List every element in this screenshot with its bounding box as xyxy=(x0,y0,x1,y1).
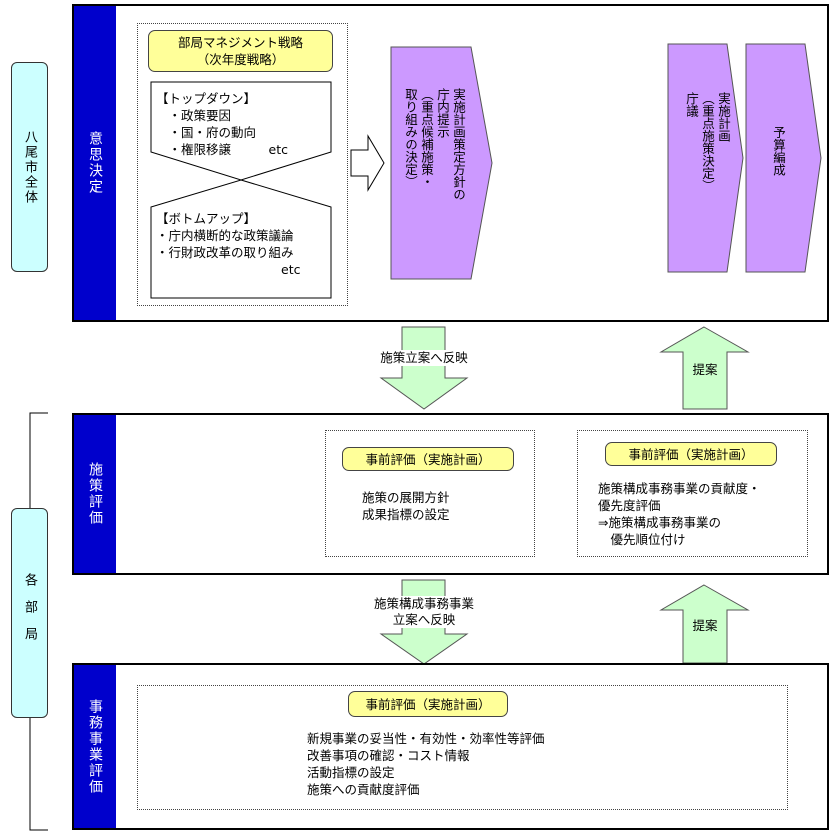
policy-eval-right-title: 事前評価（実施計画） xyxy=(605,442,777,466)
side-label-city: 八尾市全体 xyxy=(11,62,48,272)
program-eval-panel xyxy=(137,685,788,810)
program-eval-title: 事前評価（実施計画） xyxy=(348,691,508,717)
strategy-panel xyxy=(137,23,348,306)
policy-pentagon-text: 実施計画策定方針の 庁内提示 （重点候補施策・ 取り組みの決定） xyxy=(403,88,466,201)
program-reflect-label: 施策構成事務事業 立案へ反映 xyxy=(360,596,488,628)
program-eval-text: 新規事業の妥当性・有効性・効率性等評価 改善事項の確認・コスト情報 活動指標の設… xyxy=(307,731,545,797)
proposal-label-bottom: 提案 xyxy=(692,618,718,633)
down-arrow-1 xyxy=(379,326,469,410)
policy-eval-left-panel xyxy=(325,430,535,557)
policy-eval-left-text: 施策の展開方針 成果指標の設定 xyxy=(362,490,450,522)
policy-eval-section xyxy=(72,413,829,575)
proposal-label-top: 提案 xyxy=(692,362,718,377)
program-eval-bar: 事務事業評価 xyxy=(74,665,116,828)
program-eval-section xyxy=(72,663,829,830)
policy-eval-right-panel xyxy=(577,430,808,557)
strategy-title: 部局マネジメント戦略 （次年度戦略） xyxy=(148,30,333,72)
plan-pentagon-text: 実施計画 （重点施策決定） 庁議 xyxy=(684,92,731,192)
bottomup-text: 【ボトムアップ】 ・庁内横断的な政策議論 ・行財政改革の取り組み etc xyxy=(156,211,301,277)
budget-pentagon-text: 予算編成 xyxy=(771,126,786,176)
policy-reflect-label: 施策立案へ反映 xyxy=(366,350,482,366)
topdown-text: 【トップダウン】 ・政策要因 ・国・府の動向 ・権限移譲 etc xyxy=(156,91,288,157)
decision-bar: 意思決定 xyxy=(74,6,116,320)
policy-eval-left-title: 事前評価（実施計画） xyxy=(342,447,514,471)
policy-eval-bar: 施策評価 xyxy=(74,415,116,573)
policy-eval-right-text: 施策構成事務事業の貢献度・ 優先度評価 ⇒施策構成事務事業の 優先順位付け xyxy=(598,481,761,547)
side-label-departments: 各部局 xyxy=(11,508,48,718)
